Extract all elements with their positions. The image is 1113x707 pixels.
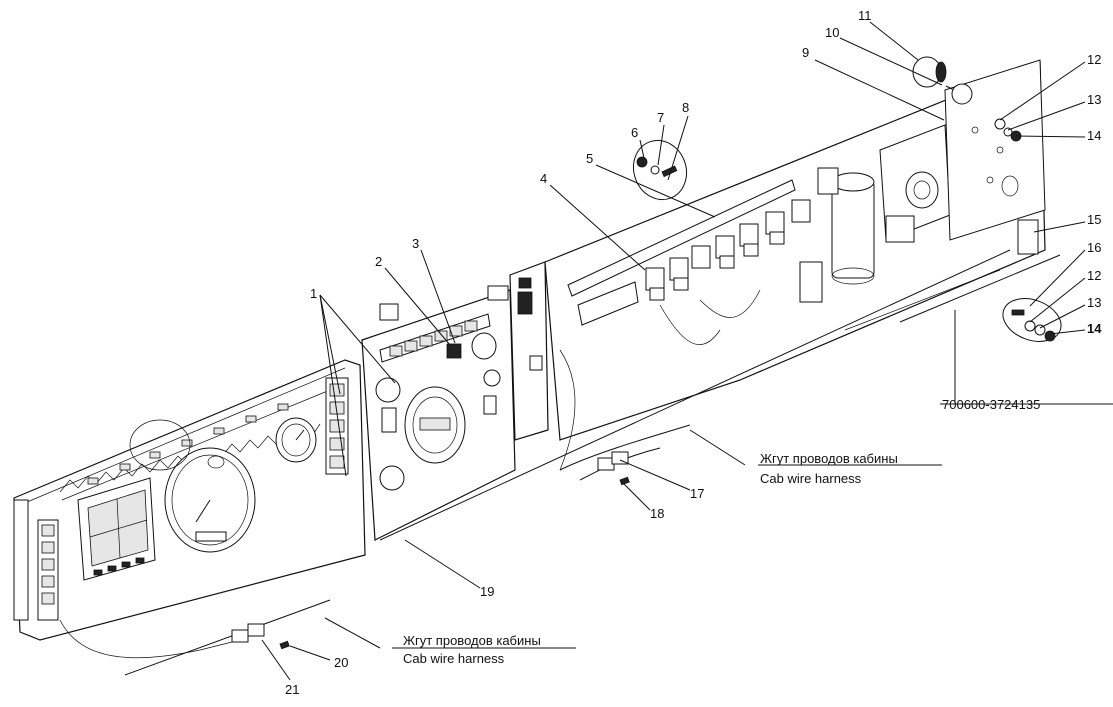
callout-12b: 12 (1087, 268, 1101, 283)
relay-rail (567, 179, 796, 297)
wire-harness-lower (59, 599, 331, 676)
speedometer-gauge (164, 447, 256, 553)
switch-strip (379, 313, 491, 363)
callout-21: 21 (285, 682, 299, 697)
rear-dial (129, 419, 191, 471)
instrument-panel (13, 359, 366, 641)
callout-8: 8 (682, 100, 689, 115)
right-switch-column (325, 377, 349, 475)
callout-7: 7 (657, 110, 664, 125)
relay-panel (544, 59, 1046, 441)
callout-19: 19 (480, 584, 494, 599)
callout-17: 17 (690, 486, 704, 501)
harness-upper-en: Cab wire harness (760, 471, 862, 486)
harness-line-right (899, 254, 1061, 323)
switch-bracket (487, 261, 549, 441)
temperature-gauge (275, 417, 317, 463)
callout-12a: 12 (1087, 52, 1101, 67)
callout-5: 5 (586, 151, 593, 166)
harness-line-19 (379, 249, 1011, 541)
leader-lines (261, 21, 1113, 681)
callout-20: 20 (334, 655, 348, 670)
callout-13b: 13 (1087, 295, 1101, 310)
fuse-box (577, 281, 639, 326)
wire-harness-upper (559, 289, 761, 486)
callout-14a: 14 (1087, 128, 1101, 143)
harness-upper-ru: Жгут проводов кабины (760, 451, 898, 466)
callout-6: 6 (631, 125, 638, 140)
callout-3: 3 (412, 236, 419, 251)
left-switch-column (13, 499, 59, 621)
callout-16: 16 (1087, 240, 1101, 255)
harness-lower-en: Cab wire harness (403, 651, 505, 666)
callout-11: 11 (858, 8, 872, 23)
callout-10: 10 (825, 25, 839, 40)
connector-15 (1017, 219, 1039, 255)
harness-line-mid (844, 269, 1001, 331)
connector-2 (379, 303, 399, 321)
callout-1: 1 (310, 286, 317, 301)
relay-blocks (645, 199, 811, 301)
callout-14b: 14 (1087, 321, 1102, 336)
harness-lower-ru: Жгут проводов кабины (403, 633, 541, 648)
centre-control-panel (361, 289, 516, 541)
callout-2: 2 (375, 254, 382, 269)
callout-13a: 13 (1087, 92, 1101, 107)
callout-9: 9 (802, 45, 809, 60)
buzzer-cylinder (831, 172, 875, 285)
end-bracket (944, 59, 1046, 241)
display-screen (77, 477, 156, 581)
lamp-assembly (912, 56, 1022, 142)
callout-4: 4 (540, 171, 547, 186)
part-code: 700600-3724135 (942, 397, 1040, 412)
callout-18: 18 (650, 506, 664, 521)
callout-labels: 1 2 3 4 5 6 7 8 9 10 11 12 13 14 15 16 1… (285, 8, 1102, 697)
callout-15: 15 (1087, 212, 1101, 227)
fastener-plate-upper (633, 139, 687, 201)
